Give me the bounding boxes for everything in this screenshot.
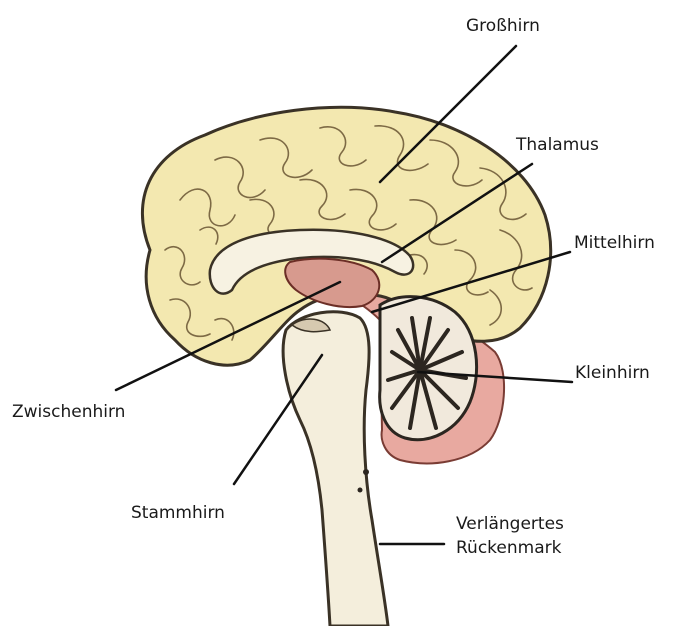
stem-dot-1 — [363, 469, 369, 475]
label-grosshirn: Großhirn — [466, 16, 540, 36]
label-mittelhirn: Mittelhirn — [574, 233, 655, 253]
label-rueckenmark: Rückenmark — [456, 538, 561, 558]
brain-stem — [283, 312, 388, 626]
label-verlaengertes: Verlängertes — [456, 514, 564, 534]
label-kleinhirn: Kleinhirn — [575, 363, 650, 383]
label-stammhirn: Stammhirn — [131, 503, 225, 523]
label-thalamus: Thalamus — [516, 135, 599, 155]
label-zwischenhirn: Zwischenhirn — [12, 402, 125, 422]
stem-dot-2 — [358, 488, 363, 493]
